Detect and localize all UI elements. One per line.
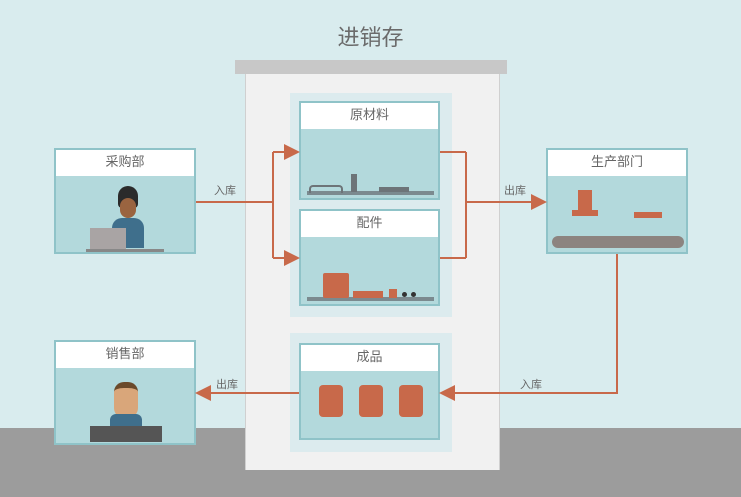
seat-part-icon (323, 273, 349, 298)
shelf-icon (307, 297, 434, 301)
conveyor-belt-icon (552, 236, 684, 248)
raw-materials-label: 原材料 (301, 103, 438, 129)
flow-label-outbound: 出库 (504, 184, 526, 197)
diagram-title: 进销存 (337, 26, 404, 51)
counter-icon (90, 426, 162, 442)
person-face-icon (120, 198, 136, 218)
raw-materials-box[interactable]: 原材料 (299, 101, 440, 200)
parts-label: 配件 (301, 211, 438, 237)
material-pipe-icon (309, 185, 343, 193)
sales-dept-label: 销售部 (56, 342, 194, 368)
finished-goods-label: 成品 (301, 345, 438, 371)
desk-icon (86, 249, 164, 252)
shelf-icon (307, 191, 434, 195)
production-dept-box[interactable]: 生产部门 (546, 148, 688, 254)
chair-icon (319, 385, 343, 417)
warehouse-roof (235, 60, 507, 74)
flow-label-outbound-sales: 出库 (216, 378, 238, 391)
material-bar-icon (351, 174, 357, 192)
salesperson-face-icon (114, 382, 138, 418)
salesperson-body-icon (110, 414, 142, 428)
backrest-part-icon (353, 291, 383, 298)
chair-icon (359, 385, 383, 417)
outbound-merge-line (440, 151, 467, 259)
chair-icon (399, 385, 423, 417)
chair-seat-icon (572, 210, 598, 216)
flow-label-inbound: 入库 (214, 184, 236, 197)
purchase-dept-label: 采购部 (56, 150, 194, 176)
finished-goods-box[interactable]: 成品 (299, 343, 440, 440)
production-dept-label: 生产部门 (548, 150, 686, 176)
flow-label-inbound-finished: 入库 (520, 378, 542, 391)
purchase-inbound-line (196, 152, 274, 258)
laptop-icon (90, 228, 126, 250)
purchase-dept-box[interactable]: 采购部 (54, 148, 196, 254)
wheel-icon (411, 292, 416, 297)
parts-box[interactable]: 配件 (299, 209, 440, 306)
chair-seat-icon (634, 212, 662, 218)
chair-back-icon (578, 190, 592, 210)
sales-dept-box[interactable]: 销售部 (54, 340, 196, 445)
wheel-icon (402, 292, 407, 297)
small-part-icon (389, 289, 397, 298)
arrow-to-finished (439, 254, 618, 401)
material-plate-icon (379, 187, 409, 192)
